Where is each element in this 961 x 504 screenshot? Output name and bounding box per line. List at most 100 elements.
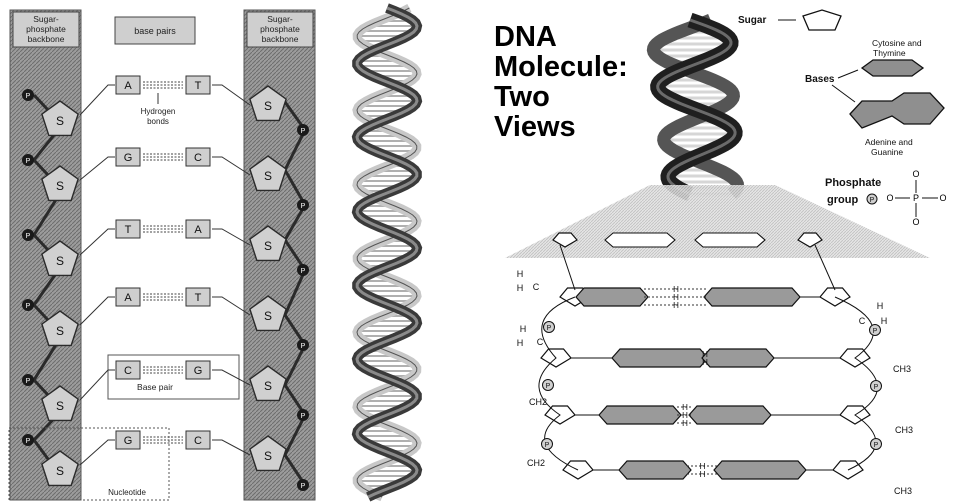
right-base-letter: T	[195, 292, 202, 304]
nucleotide-label: Nucleotide	[108, 488, 146, 497]
layer-right-base	[704, 288, 800, 306]
left-backbone-label-3: backbone	[28, 34, 65, 44]
left-base-letter: G	[124, 435, 133, 447]
layer-right-base	[689, 406, 771, 424]
layer-left-base	[576, 288, 648, 306]
chem-h-2: H	[517, 283, 524, 293]
diagram-title: DNA Molecule: Two Views	[494, 22, 628, 142]
right-phosphate-label: P	[301, 483, 306, 490]
right-phosphate-label: P	[301, 128, 306, 135]
layer-left-base	[612, 349, 708, 367]
phosphate-structure: O O P O O	[886, 169, 946, 227]
legend-bases-label: Bases	[805, 74, 835, 85]
chem-h-5: H	[877, 301, 884, 311]
left-base-letter: A	[124, 80, 132, 92]
right-phosphate-label: P	[301, 413, 306, 420]
small-helix	[652, 20, 742, 194]
legend-adenine-guanine-2: Guanine	[871, 147, 903, 157]
chem-c-3: C	[859, 316, 866, 326]
right-backbone-label-3: backbone	[262, 34, 299, 44]
title-line-1: DNA	[494, 22, 628, 52]
legend-sugar-pentagon	[803, 10, 841, 30]
chem-h-1: H	[517, 269, 524, 279]
phosphate-o-top: O	[912, 169, 919, 179]
title-line-2: Molecule:	[494, 52, 628, 82]
title-line-3: Two	[494, 82, 628, 112]
left-base-letter: T	[125, 224, 132, 236]
chem-ch3-1: CH3	[893, 364, 911, 374]
left-connector	[80, 85, 115, 115]
legend-phosphate-label-1: Phosphate	[825, 177, 881, 189]
layer-hydrogen: H	[682, 419, 688, 428]
legend-phosphate-letter: P	[870, 197, 875, 204]
left-base-letter: C	[124, 365, 132, 377]
phosphate-o-bottom: O	[912, 217, 919, 227]
left-phosphate-label: P	[26, 93, 31, 100]
right-phosphate-1-letter: P	[873, 328, 878, 335]
right-base-letter: C	[194, 152, 202, 164]
left-sugar-label: S	[56, 254, 64, 268]
layer-hydrogen: H	[673, 301, 679, 310]
ribbon-helix	[357, 8, 417, 497]
legend-bases-pointer-2	[832, 85, 855, 102]
right-phosphate-label: P	[301, 343, 306, 350]
left-phosphate-label: P	[26, 438, 31, 445]
left-sugar-label: S	[56, 114, 64, 128]
left-phosphate-2-letter: P	[546, 383, 551, 390]
chem-ch2-2: CH2	[527, 458, 545, 468]
right-base-letter: G	[194, 365, 203, 377]
right-sugar-label: S	[264, 379, 272, 393]
base-pairs-header: base pairs	[134, 26, 176, 36]
right-sugar-label: S	[264, 99, 272, 113]
left-backbone-label-2: phosphate	[26, 24, 66, 34]
left-phosphate-1-letter: P	[547, 325, 552, 332]
left-connector	[80, 229, 115, 255]
title-line-4: Views	[494, 112, 628, 142]
layer0-right-base	[695, 233, 765, 247]
legend-phosphate-label-2: group	[827, 194, 858, 206]
chem-h-4: H	[517, 338, 524, 348]
left-connector	[80, 297, 115, 325]
left-backbone-label-1: Sugar-	[33, 14, 59, 24]
legend-bases-pointer-1	[838, 70, 858, 78]
right-phosphate-label: P	[301, 203, 306, 210]
right-phosphate-label: P	[301, 268, 306, 275]
left-phosphate-3-letter: P	[545, 442, 550, 449]
layer-left-base	[599, 406, 681, 424]
right-sugar-label: S	[264, 309, 272, 323]
right-backbone-label-2: phosphate	[260, 24, 300, 34]
layer-left-base	[619, 461, 691, 479]
legend-sugar-label: Sugar	[738, 15, 766, 26]
chem-h-3: H	[520, 324, 527, 334]
right-base-letter: C	[194, 435, 202, 447]
chem-ch3-2: CH3	[895, 425, 913, 435]
left-connector	[80, 157, 115, 180]
layer-hydrogen: H	[702, 358, 708, 367]
left-base-letter: A	[124, 292, 132, 304]
phosphate-p-center: P	[913, 193, 919, 203]
right-phosphate-2-letter: P	[874, 384, 879, 391]
right-sugar-label: S	[264, 449, 272, 463]
left-phosphate-label: P	[26, 303, 31, 310]
phosphate-o-right: O	[939, 193, 946, 203]
right-backbone-label-1: Sugar-	[267, 14, 293, 24]
hydrogen-bonds-label-2: bonds	[147, 117, 169, 126]
right-base-letter: T	[195, 80, 202, 92]
right-sugar-label: S	[264, 239, 272, 253]
right-base-letter: A	[194, 224, 202, 236]
chem-c-2: C	[537, 337, 544, 347]
ladder-panel: Sugar- phosphate backbone Sugar- phospha…	[9, 10, 315, 500]
legend-cytosine-thymine-1: Cytosine and	[872, 38, 922, 48]
left-phosphate-label: P	[26, 233, 31, 240]
layer0-left-base	[605, 233, 675, 247]
left-sugar-label: S	[56, 324, 64, 338]
chem-h-6: H	[881, 316, 888, 326]
phosphate-o-left: O	[886, 193, 893, 203]
layer-right-base	[702, 349, 774, 367]
legend-adenine-guanine-1: Adenine and	[865, 137, 913, 147]
left-connector	[80, 370, 115, 400]
legend-pyrimidine-shape	[862, 60, 923, 76]
right-sugar-label: S	[264, 169, 272, 183]
left-sugar-label: S	[56, 464, 64, 478]
